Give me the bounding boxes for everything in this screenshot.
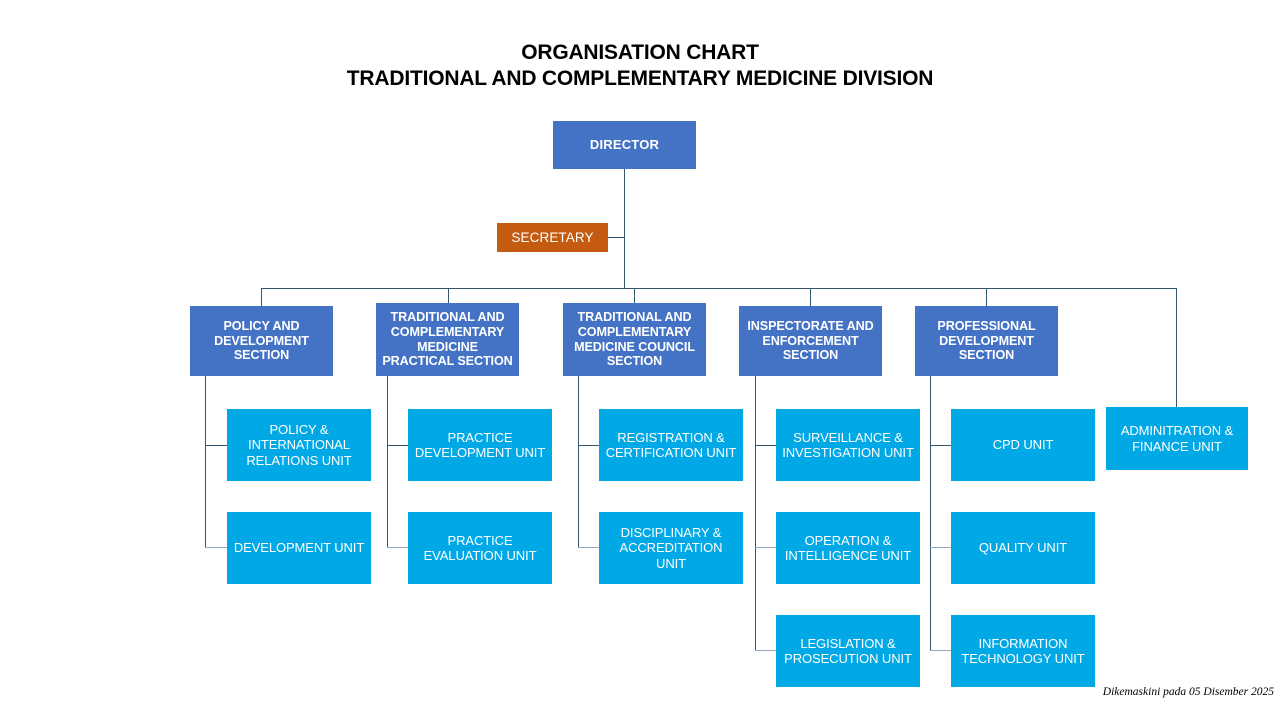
node-section-inspectorate-and-enforcement[interactable]: INSPECTORATE AND ENFORCEMENT SECTION bbox=[739, 306, 882, 376]
node-unit-administration-finance[interactable]: ADMINITRATION & FINANCE UNIT bbox=[1106, 407, 1248, 470]
node-unit-label: PRACTICE DEVELOPMENT UNIT bbox=[414, 429, 546, 460]
node-unit-label: SURVEILLANCE & INVESTIGATION UNIT bbox=[782, 429, 914, 460]
title-line-primary: ORGANISATION CHART bbox=[521, 41, 759, 64]
node-unit-label: INFORMATION TECHNOLOGY UNIT bbox=[961, 635, 1085, 666]
node-unit-label: POLICY & INTERNATIONAL RELATIONS UNIT bbox=[246, 422, 352, 468]
connector-section4-stub-2 bbox=[755, 547, 777, 548]
page-title: ORGANISATION CHART TRADITIONAL AND COMPL… bbox=[0, 40, 1280, 93]
connector-section3-stub-1 bbox=[578, 445, 600, 446]
node-unit-label: DEVELOPMENT UNIT bbox=[233, 540, 365, 556]
node-section-label: POLICY AND DEVELOPMENT SECTION bbox=[214, 318, 309, 363]
node-unit-operation-intelligence[interactable]: OPERATION & INTELLIGENCE UNIT bbox=[776, 512, 920, 584]
connector-section5-stub-2 bbox=[930, 547, 952, 548]
node-unit-label: PRACTICE EVALUATION UNIT bbox=[423, 532, 537, 563]
connector-secretary-stub bbox=[608, 237, 625, 238]
node-section-label: PROFESSIONAL DEVELOPMENT SECTION bbox=[937, 318, 1036, 363]
node-unit-legislation-prosecution[interactable]: LEGISLATION & PROSECUTION UNIT bbox=[776, 615, 920, 687]
last-updated-note: Dikemaskini pada 05 Disember 2025 bbox=[1102, 686, 1274, 698]
node-unit-label: QUALITY UNIT bbox=[978, 540, 1068, 556]
node-unit-label: OPERATION & INTELLIGENCE UNIT bbox=[784, 532, 912, 563]
node-unit-label: LEGISLATION & PROSECUTION UNIT bbox=[784, 635, 912, 666]
connector-bus-drop-admin bbox=[1176, 288, 1177, 407]
node-unit-practice-development[interactable]: PRACTICE DEVELOPMENT UNIT bbox=[408, 409, 552, 481]
connector-section2-stub-1 bbox=[387, 445, 409, 446]
node-unit-label: ADMINITRATION & FINANCE UNIT bbox=[1120, 423, 1234, 454]
connector-bus-drop-5 bbox=[986, 288, 987, 306]
node-section-tcm-council[interactable]: TRADITIONAL AND COMPLEMENTARY MEDICINE C… bbox=[563, 303, 706, 376]
node-unit-cpd[interactable]: CPD UNIT bbox=[951, 409, 1095, 481]
node-unit-disciplinary-accreditation[interactable]: DISCIPLINARY & ACCREDITATION UNIT bbox=[599, 512, 743, 584]
node-unit-information-technology[interactable]: INFORMATION TECHNOLOGY UNIT bbox=[951, 615, 1095, 687]
connector-section-bus bbox=[261, 288, 1177, 289]
node-secretary-label: SECRETARY bbox=[511, 229, 594, 245]
node-section-professional-development[interactable]: PROFESSIONAL DEVELOPMENT SECTION bbox=[915, 306, 1058, 376]
node-unit-label: DISCIPLINARY & ACCREDITATION UNIT bbox=[619, 525, 723, 571]
connector-bus-drop-2 bbox=[448, 288, 449, 303]
node-unit-practice-evaluation[interactable]: PRACTICE EVALUATION UNIT bbox=[408, 512, 552, 584]
node-unit-policy-international-relations[interactable]: POLICY & INTERNATIONAL RELATIONS UNIT bbox=[227, 409, 371, 481]
connector-bus-drop-4 bbox=[810, 288, 811, 306]
connector-section3-stub-2 bbox=[578, 547, 600, 548]
connector-section1-stub-2 bbox=[205, 547, 228, 548]
node-section-label: INSPECTORATE AND ENFORCEMENT SECTION bbox=[747, 318, 874, 363]
node-section-label: TRADITIONAL AND COMPLEMENTARY MEDICINE P… bbox=[382, 309, 513, 369]
connector-bus-drop-3 bbox=[634, 288, 635, 303]
node-unit-surveillance-investigation[interactable]: SURVEILLANCE & INVESTIGATION UNIT bbox=[776, 409, 920, 481]
node-unit-development[interactable]: DEVELOPMENT UNIT bbox=[227, 512, 371, 584]
connector-section1-stub-1 bbox=[205, 445, 228, 446]
node-section-tcm-practical[interactable]: TRADITIONAL AND COMPLEMENTARY MEDICINE P… bbox=[376, 303, 519, 376]
connector-section5-stub-3 bbox=[930, 650, 952, 651]
node-section-label: TRADITIONAL AND COMPLEMENTARY MEDICINE C… bbox=[574, 309, 695, 369]
node-section-policy-and-development[interactable]: POLICY AND DEVELOPMENT SECTION bbox=[190, 306, 333, 376]
connector-section4-stub-1 bbox=[755, 445, 777, 446]
title-line-secondary: TRADITIONAL AND COMPLEMENTARY MEDICINE D… bbox=[346, 67, 934, 91]
node-unit-registration-certification[interactable]: REGISTRATION & CERTIFICATION UNIT bbox=[599, 409, 743, 481]
connector-section2-stub-2 bbox=[387, 547, 409, 548]
connector-section1-spine bbox=[205, 376, 206, 548]
connector-section3-spine bbox=[578, 376, 579, 548]
connector-section5-spine bbox=[930, 376, 931, 651]
node-director-label: DIRECTOR bbox=[589, 137, 660, 153]
node-director[interactable]: DIRECTOR bbox=[553, 121, 696, 169]
connector-bus-drop-1 bbox=[261, 288, 262, 306]
connector-section4-spine bbox=[755, 376, 756, 651]
node-unit-label: CPD UNIT bbox=[992, 437, 1054, 453]
node-unit-label: REGISTRATION & CERTIFICATION UNIT bbox=[605, 429, 737, 460]
node-secretary[interactable]: SECRETARY bbox=[497, 223, 608, 252]
node-unit-quality[interactable]: QUALITY UNIT bbox=[951, 512, 1095, 584]
connector-section2-spine bbox=[387, 376, 388, 548]
connector-section5-stub-1 bbox=[930, 445, 952, 446]
connector-section4-stub-3 bbox=[755, 650, 777, 651]
connector-director-trunk bbox=[624, 169, 625, 288]
